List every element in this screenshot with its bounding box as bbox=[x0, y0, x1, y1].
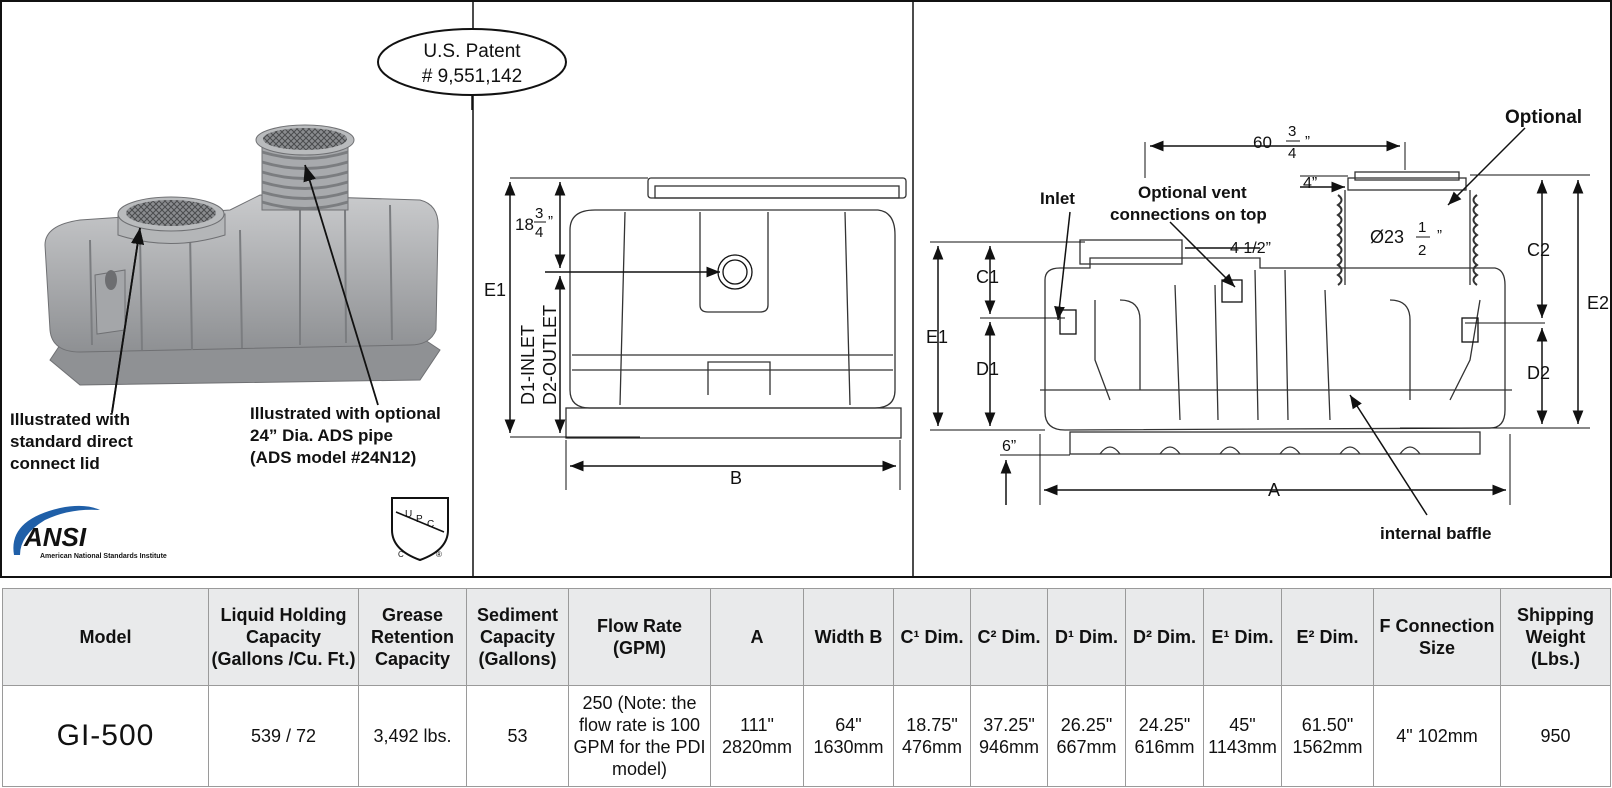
upc-logo: U P C C ® bbox=[391, 497, 449, 562]
svg-text:American National Standards In: American National Standards Institute bbox=[40, 553, 167, 560]
dim-4in: 4” bbox=[1303, 175, 1317, 192]
cell-f-connection: 4" 102mm bbox=[1373, 685, 1501, 787]
svg-text:P: P bbox=[416, 514, 423, 525]
d2-label: D2 bbox=[1527, 363, 1550, 383]
header-e2: E² Dim. bbox=[1281, 588, 1374, 686]
header-grease-capacity: Grease Retention Capacity bbox=[358, 588, 467, 686]
cell-e2: 61.50" 1562mm bbox=[1281, 685, 1374, 787]
panel-border bbox=[0, 0, 1612, 578]
header-d2: D² Dim. bbox=[1125, 588, 1204, 686]
b-label: B bbox=[730, 468, 742, 488]
svg-text:3: 3 bbox=[535, 205, 543, 222]
cell-width-b: 64" 1630mm bbox=[803, 685, 894, 787]
e2-label: E2 bbox=[1587, 293, 1609, 313]
side-view bbox=[1040, 171, 1512, 455]
svg-text:4: 4 bbox=[1288, 145, 1296, 162]
svg-text:C: C bbox=[398, 550, 404, 559]
svg-text:®: ® bbox=[436, 550, 442, 559]
header-d1: D¹ Dim. bbox=[1047, 588, 1126, 686]
header-shipping-weight: Shipping Weight (Lbs.) bbox=[1500, 588, 1611, 686]
cell-e1: 45" 1143mm bbox=[1203, 685, 1282, 787]
d2-outlet-label: D2-OUTLET bbox=[540, 305, 560, 405]
cell-grease-capacity: 3,492 lbs. bbox=[358, 685, 467, 787]
svg-text:U: U bbox=[405, 509, 412, 520]
svg-text:”: ” bbox=[1305, 133, 1310, 150]
cell-flow-rate: 250 (Note: the flow rate is 100 GPM for … bbox=[568, 685, 711, 787]
dim-6in: 6” bbox=[1002, 438, 1016, 455]
riser-diameter: Ø23 bbox=[1370, 227, 1404, 247]
vent-label: Optional vent connections on top bbox=[1110, 183, 1267, 224]
svg-text:ANSI: ANSI bbox=[23, 522, 87, 552]
cell-d2: 24.25" 616mm bbox=[1125, 685, 1204, 787]
tank-rendering bbox=[44, 124, 441, 386]
ads-pipe-label: Illustrated with optional 24” Dia. ADS p… bbox=[250, 404, 446, 467]
header-f-connection: F Connection Size bbox=[1373, 588, 1501, 686]
header-liquid-capacity: Liquid Holding Capacity (Gallons /Cu. Ft… bbox=[208, 588, 359, 686]
svg-text:C: C bbox=[427, 519, 434, 530]
header-sediment-capacity: Sediment Capacity (Gallons) bbox=[466, 588, 569, 686]
svg-text:3: 3 bbox=[1288, 123, 1296, 140]
svg-text:1: 1 bbox=[1418, 219, 1426, 236]
patent-title: U.S. Patent bbox=[423, 41, 521, 62]
cell-c1: 18.75" 476mm bbox=[893, 685, 971, 787]
svg-text:2: 2 bbox=[1418, 242, 1426, 259]
cell-c2: 37.25" 946mm bbox=[970, 685, 1048, 787]
baffle-label: internal baffle bbox=[1380, 524, 1491, 543]
table-header-row: Model Liquid Holding Capacity (Gallons /… bbox=[2, 588, 1611, 686]
svg-text:”: ” bbox=[1437, 227, 1442, 244]
header-flow-rate: Flow Rate (GPM) bbox=[568, 588, 711, 686]
a-label: A bbox=[1268, 480, 1280, 500]
drawing-panel: Illustrated with standard direct connect… bbox=[0, 0, 1612, 578]
spec-table: Model Liquid Holding Capacity (Gallons /… bbox=[2, 588, 1611, 787]
front-view bbox=[565, 177, 907, 439]
technical-drawing: Illustrated with standard direct connect… bbox=[0, 0, 1612, 578]
front-e1-label: E1 bbox=[484, 280, 506, 300]
front-height-dim: 18 bbox=[515, 215, 534, 234]
ansi-logo: ANSI American National Standards Institu… bbox=[13, 505, 167, 560]
header-e1: E¹ Dim. bbox=[1203, 588, 1282, 686]
cell-shipping-weight: 950 bbox=[1500, 685, 1611, 787]
cell-sediment-capacity: 53 bbox=[466, 685, 569, 787]
table-row: GI-500 539 / 72 3,492 lbs. 53 250 (Note:… bbox=[2, 685, 1611, 787]
patent-number: # 9,551,142 bbox=[422, 66, 522, 87]
side-width-dim: 60 bbox=[1253, 133, 1272, 152]
d1-label: D1 bbox=[976, 359, 999, 379]
c2-label: C2 bbox=[1527, 240, 1550, 260]
cell-a: 111" 2820mm bbox=[710, 685, 804, 787]
inlet-label: Inlet bbox=[1040, 189, 1075, 208]
optional-label: Optional bbox=[1505, 107, 1582, 128]
header-a: A bbox=[710, 588, 804, 686]
cell-model: GI-500 bbox=[2, 685, 209, 787]
dim-4-half: 4 1/2” bbox=[1230, 240, 1271, 257]
c1-label: C1 bbox=[976, 267, 999, 287]
lid-label: Illustrated with standard direct connect… bbox=[10, 410, 138, 473]
cell-d1: 26.25" 667mm bbox=[1047, 685, 1126, 787]
e1-label: E1 bbox=[926, 327, 948, 347]
header-width-b: Width B bbox=[803, 588, 894, 686]
header-c1: C¹ Dim. bbox=[893, 588, 971, 686]
cell-liquid-capacity: 539 / 72 bbox=[208, 685, 359, 787]
svg-text:4: 4 bbox=[535, 224, 543, 241]
header-c2: C² Dim. bbox=[970, 588, 1048, 686]
d1-inlet-label: D1-INLET bbox=[518, 325, 538, 405]
header-model: Model bbox=[2, 588, 209, 686]
svg-text:”: ” bbox=[548, 213, 553, 230]
